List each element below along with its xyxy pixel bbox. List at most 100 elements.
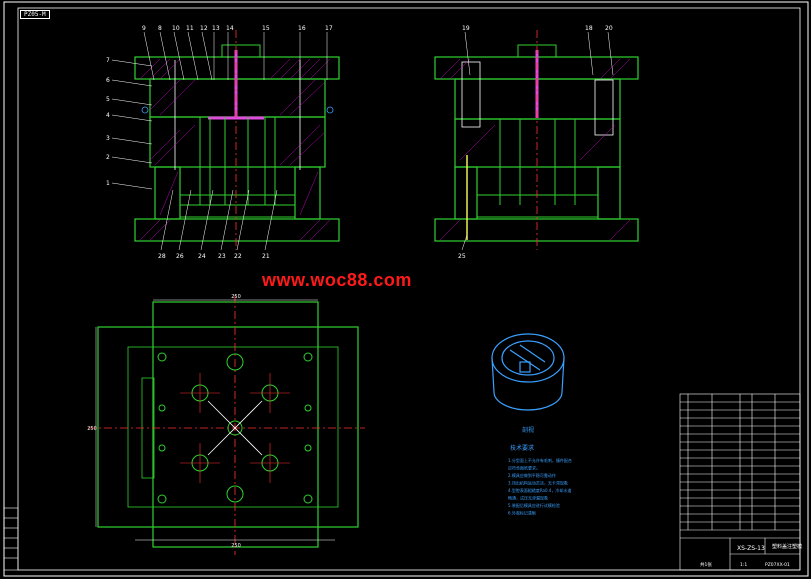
bottom-clamp-plate bbox=[134, 218, 340, 242]
front-callout-bottom: 21 bbox=[262, 253, 270, 260]
leader-line bbox=[200, 189, 214, 251]
front-callout-top: 17 bbox=[325, 25, 333, 32]
leader-line bbox=[111, 79, 153, 87]
front-callout-left: 5 bbox=[106, 96, 110, 103]
tech-note-line: 6.外观标记清晰 bbox=[508, 510, 536, 516]
leader-line bbox=[111, 114, 153, 122]
leader-line bbox=[111, 156, 153, 164]
leader-line bbox=[607, 31, 614, 76]
front-callout-top: 13 bbox=[212, 25, 220, 32]
plan-dim-bottom: 250 bbox=[231, 543, 241, 549]
front-callout-left: 3 bbox=[106, 135, 110, 142]
tech-note-line: 4.型腔表面粗糙度Ra0.4，冷却水道 bbox=[508, 487, 571, 493]
tech-note-line: 应符合图纸要求。 bbox=[508, 465, 540, 471]
front-callout-left: 6 bbox=[106, 77, 110, 84]
plan-runner bbox=[207, 400, 263, 456]
leader-line bbox=[173, 31, 185, 81]
plan-view bbox=[88, 295, 365, 555]
leader-line bbox=[264, 189, 278, 251]
tech-note-line: 5.装配后模具应进行试模检验 bbox=[508, 502, 560, 508]
ejector-plate bbox=[179, 204, 296, 218]
front-callout-bottom: 22 bbox=[234, 253, 242, 260]
plan-dim-top: 250 bbox=[231, 294, 241, 300]
side-core-plate bbox=[454, 118, 621, 168]
side-spacer-left bbox=[454, 166, 478, 220]
side-callout-bottom: 25 bbox=[458, 253, 466, 260]
leader-line bbox=[201, 31, 213, 81]
front-callout-left: 7 bbox=[106, 57, 110, 64]
plan-inner-cavity bbox=[127, 346, 339, 508]
front-callout-left: 1 bbox=[106, 180, 110, 187]
front-section-view bbox=[134, 30, 340, 250]
part-view-label: 剖视 bbox=[522, 426, 534, 434]
leader-line bbox=[464, 31, 471, 76]
drawing-tag: PZ05-M bbox=[20, 10, 50, 19]
front-callout-left: 2 bbox=[106, 154, 110, 161]
front-callout-top: 9 bbox=[142, 25, 146, 32]
tech-note-line: 3.顶出机构运动灵活，无卡滞现象 bbox=[508, 480, 568, 486]
front-callout-top: 8 bbox=[158, 25, 162, 32]
tech-note-line: 畅通，试压无渗漏现象 bbox=[508, 495, 548, 501]
plan-dim-left: 250 bbox=[87, 426, 97, 432]
side-bottom-clamp bbox=[434, 218, 639, 242]
plan-center-marks bbox=[180, 373, 290, 483]
part-isometric-view bbox=[491, 333, 565, 411]
side-guide-bush-right bbox=[594, 79, 614, 136]
title-block bbox=[679, 393, 801, 571]
front-callout-bottom: 28 bbox=[158, 253, 166, 260]
ejector-retainer-plate bbox=[179, 194, 296, 206]
side-spacer-right bbox=[597, 166, 621, 220]
front-callout-top: 16 bbox=[298, 25, 306, 32]
leader-line bbox=[159, 31, 171, 81]
front-callout-bottom: 23 bbox=[218, 253, 226, 260]
title-sheet: 共1张 bbox=[700, 561, 712, 568]
front-callout-top: 11 bbox=[186, 25, 194, 32]
title-drawing-no: XS-ZS-13 bbox=[737, 545, 765, 552]
plan-outer-plate bbox=[97, 326, 359, 528]
title-code: PZ07XX-01 bbox=[765, 562, 790, 568]
leader-line bbox=[178, 189, 192, 251]
spacer-block-right bbox=[294, 166, 321, 220]
sprue-bushing bbox=[221, 44, 261, 58]
leader-line bbox=[461, 234, 468, 251]
core-plate bbox=[149, 116, 326, 168]
leader-line bbox=[111, 98, 153, 106]
drawing-border bbox=[3, 1, 809, 577]
front-callout-top: 15 bbox=[262, 25, 270, 32]
leader-line bbox=[160, 189, 174, 251]
side-hatching bbox=[439, 58, 631, 241]
leader-line bbox=[111, 59, 153, 67]
leader-line bbox=[587, 31, 594, 76]
tech-note-line: 2.模具应做到平稳可靠动作 bbox=[508, 472, 556, 478]
tech-note-line: 1.分型面上不允许有毛刺，镶件配合 bbox=[508, 457, 572, 463]
plan-clamp-plate bbox=[152, 301, 319, 548]
side-ejector-pins bbox=[499, 119, 576, 205]
front-callout-bottom: 24 bbox=[198, 253, 206, 260]
side-guide-bush-left bbox=[461, 61, 481, 128]
side-callout-top: 19 bbox=[462, 25, 470, 32]
ejector-pins bbox=[199, 117, 276, 205]
side-section-view bbox=[434, 30, 639, 250]
leader-line bbox=[220, 189, 234, 251]
title-scale: 1:1 bbox=[740, 562, 747, 568]
title-part-name: 塑料盖注塑模 bbox=[772, 543, 802, 550]
front-callout-top: 10 bbox=[172, 25, 180, 32]
spacer-block-left bbox=[154, 166, 181, 220]
watermark-text: www.woc88.com bbox=[262, 270, 412, 290]
front-callout-top: 12 bbox=[200, 25, 208, 32]
side-ejector-plate bbox=[476, 194, 599, 218]
plan-dimension-lines bbox=[95, 299, 335, 541]
leader-line bbox=[111, 137, 153, 145]
left-binding-strip bbox=[3, 507, 19, 571]
side-callout-top: 18 bbox=[585, 25, 593, 32]
leader-line bbox=[143, 31, 155, 81]
tech-notes-title: 技术要求 bbox=[510, 444, 534, 452]
front-hatching bbox=[139, 58, 331, 241]
side-callout-top: 20 bbox=[605, 25, 613, 32]
front-callout-bottom: 26 bbox=[176, 253, 184, 260]
leader-line bbox=[236, 189, 250, 251]
leader-line bbox=[187, 31, 199, 81]
leader-line bbox=[111, 182, 153, 190]
